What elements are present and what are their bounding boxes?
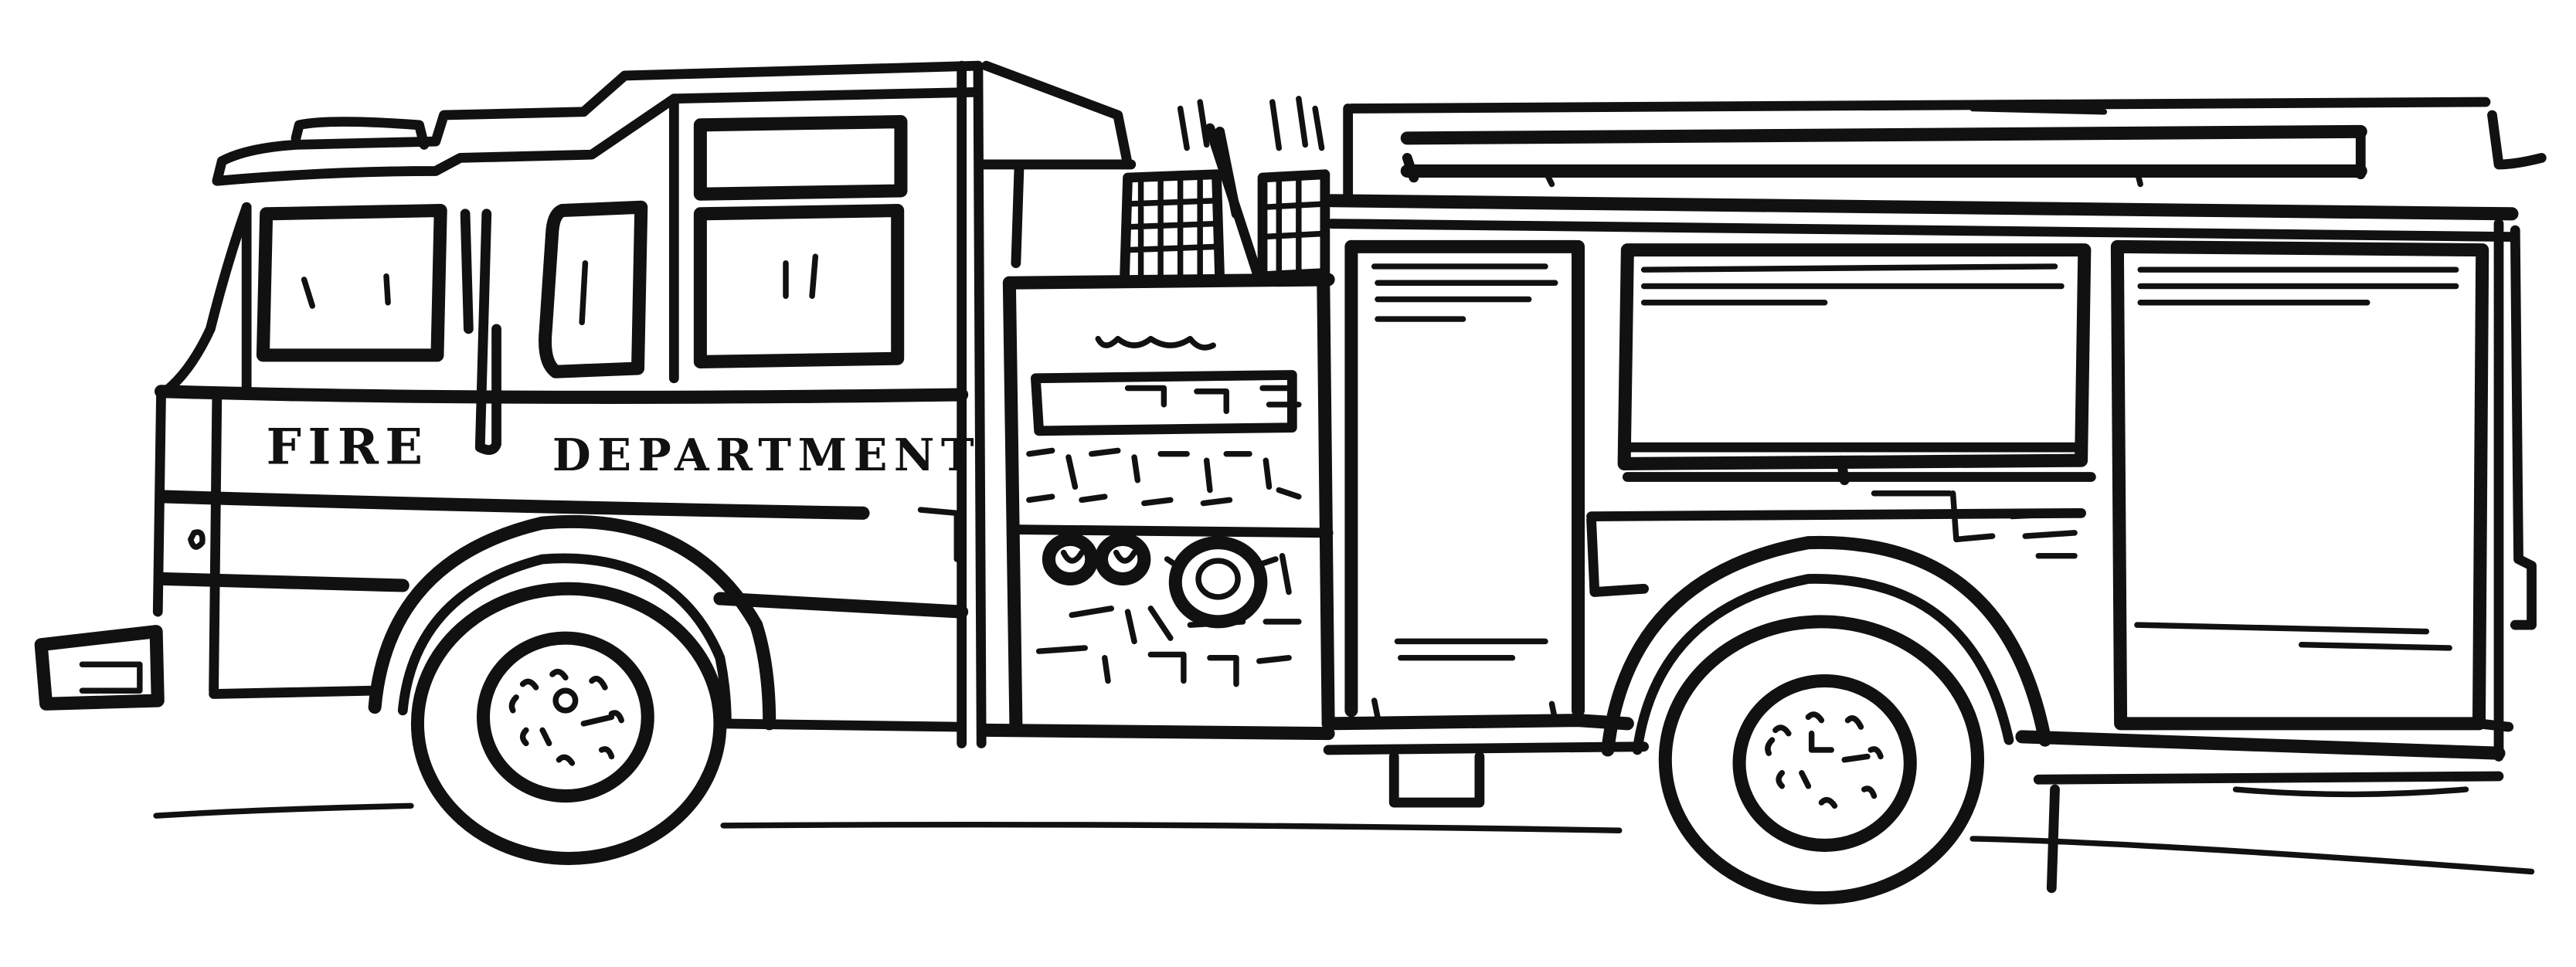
lettering-fire: FIRE <box>267 418 430 476</box>
lettering-department: DEPARTMENT <box>552 429 980 481</box>
rear-wheel <box>1601 535 2052 905</box>
road-lines <box>153 802 2535 875</box>
pump-panel <box>977 60 1335 741</box>
cab: FIRE DEPARTMENT <box>34 60 987 748</box>
body <box>1321 97 2547 894</box>
front-wheel <box>368 514 777 865</box>
